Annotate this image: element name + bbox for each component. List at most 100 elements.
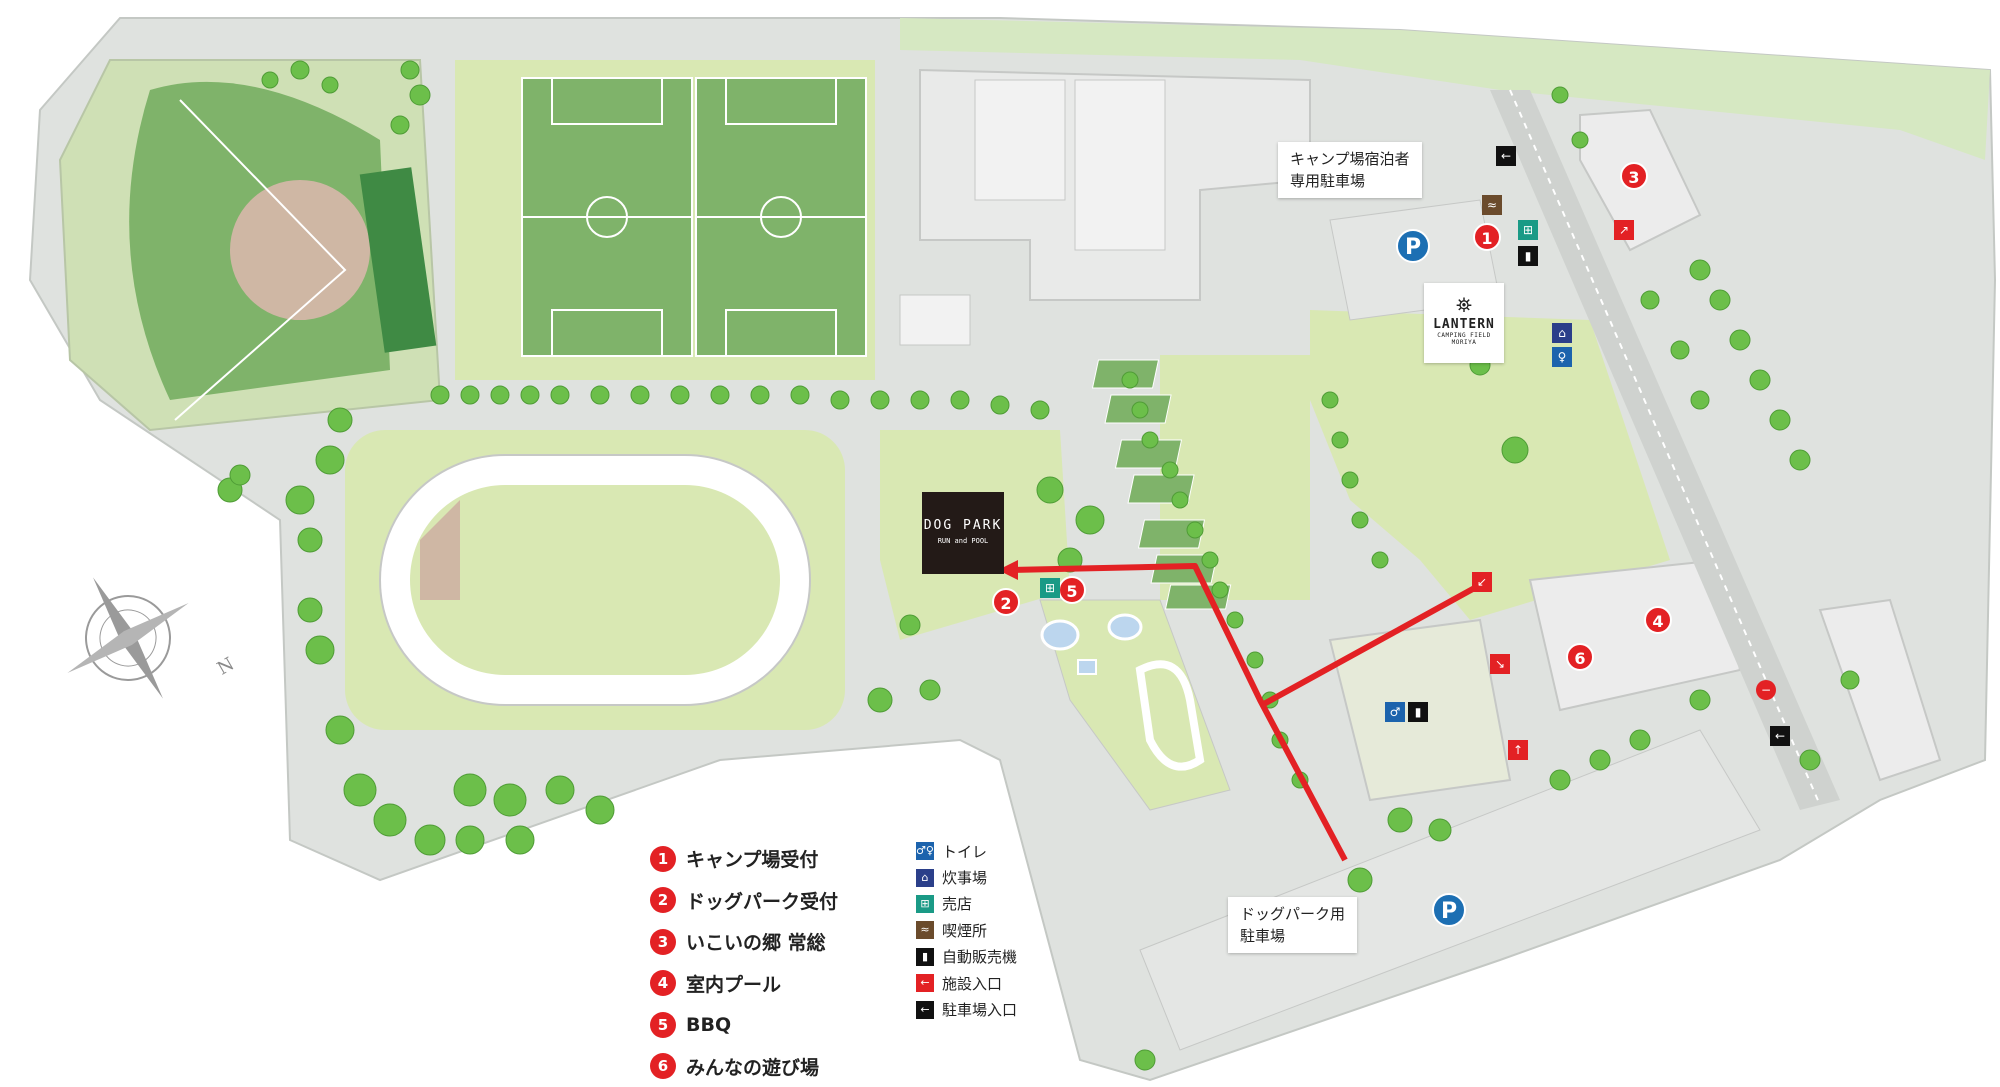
legend-item-4: 4 室内プール (650, 963, 838, 1005)
parking-entrance-icon[interactable]: ← (1496, 146, 1516, 166)
soccer-circle-right (760, 196, 802, 238)
vending-icon[interactable]: ▮ (1408, 702, 1428, 722)
map-badge-6[interactable]: 6 (1566, 643, 1594, 671)
soccer-box-3 (725, 77, 837, 125)
map-badge-1[interactable]: 1 (1473, 223, 1501, 251)
legend-label-6: みんなの遊び場 (686, 1056, 820, 1079)
soccer-circle-left (586, 196, 628, 238)
shop-icon[interactable]: ⊞ (1040, 578, 1060, 598)
icon-legend-label: 炊事場 (942, 869, 988, 888)
icon-legend-toilet: ♂♀ トイレ (916, 838, 1017, 864)
lantern-logo-text: LANTERN (1433, 317, 1495, 332)
tennis-courts (1091, 355, 1310, 610)
legend-badge-4: 4 (650, 970, 676, 997)
dogpark-logo-sub: RUN and POOL (937, 537, 989, 545)
dog-run-loop (1135, 660, 1205, 771)
baseball-infield (229, 179, 371, 321)
parking-pin-dogpark[interactable]: P (1432, 893, 1466, 927)
icon-legend-smoking: ≈ 喫煙所 (916, 917, 1017, 943)
icon-legend-label: 施設入口 (942, 974, 1003, 993)
icon-legend-shop: ⊞ 売店 (916, 891, 1017, 917)
legend-label-4: 室内プール (686, 973, 782, 996)
legend-label-1: キャンプ場受付 (686, 849, 819, 872)
camp-field (1310, 310, 1670, 620)
facility-entrance-icon: ← (916, 974, 934, 993)
icon-legend-label: 自動販売機 (942, 948, 1018, 967)
icon-legend: ♂♀ トイレ ⌂ 炊事場 ⊞ 売店 ≈ 喫煙所 ▮ 自動販売機 ← 施設入口 ←… (916, 838, 1017, 1023)
map-badge-5[interactable]: 5 (1058, 576, 1086, 604)
legend-label-3: いこいの郷 常総 (686, 932, 826, 955)
facility-entrance-icon[interactable]: ↙ (1472, 572, 1492, 592)
facility-entrance-icon[interactable]: ↘ (1490, 654, 1510, 674)
lantern-icon: ⛯ (1456, 293, 1472, 317)
dogpark-logo-text: DOG PARK (923, 518, 1003, 533)
icon-legend-kitchen: ⌂ 炊事場 (916, 864, 1017, 890)
icon-legend-vending: ▮ 自動販売機 (916, 944, 1017, 970)
vending-icon[interactable]: ▮ (1518, 246, 1538, 266)
legend-item-5: 5 BBQ (650, 1004, 838, 1046)
legend-badge-5: 5 (650, 1011, 676, 1038)
map-badge-2[interactable]: 2 (992, 588, 1020, 616)
camp-guest-parking-label: キャンプ場宿泊者 専用駐車場 (1278, 142, 1422, 198)
compass-icon (67, 577, 189, 699)
facility-entrance-icon[interactable]: ↗ (1614, 220, 1634, 240)
toilet-icon: ♂♀ (916, 842, 934, 861)
north-strip (900, 18, 1990, 160)
icon-legend-facility-entrance: ← 施設入口 (916, 970, 1017, 996)
baseball-stand (359, 167, 437, 353)
icon-legend-parking-entrance: ← 駐車場入口 (916, 996, 1017, 1022)
walking-route (1007, 563, 1482, 862)
legend-badge-6: 6 (650, 1053, 676, 1080)
route-arrow-head (998, 560, 1018, 580)
legend-badge-3: 3 (650, 928, 676, 955)
legend-badge-1: 1 (650, 845, 676, 872)
lantern-logo[interactable]: ⛯ LANTERN CAMPING FIELD MORIYA (1424, 283, 1504, 363)
parking-entrance-icon[interactable]: ← (1770, 726, 1790, 746)
icon-legend-label: 駐車場入口 (942, 1001, 1018, 1020)
icon-legend-label: 売店 (942, 895, 973, 914)
soccer-box-2 (551, 309, 663, 357)
no-entry-icon: − (1756, 680, 1776, 700)
trees (217, 60, 1860, 1071)
shop-icon: ⊞ (916, 894, 934, 913)
legend-item-1: 1 キャンプ場受付 (650, 838, 838, 880)
lantern-logo-sub: CAMPING FIELD MORIYA (1437, 332, 1491, 346)
dogpark-parking-label: ドッグパーク用 駐車場 (1228, 897, 1358, 953)
track-sand (420, 500, 460, 600)
toilet-icon[interactable]: ♀ (1552, 347, 1572, 367)
legend-label-2: ドッグパーク受付 (686, 890, 839, 913)
parking-pin-camp[interactable]: P (1396, 229, 1430, 263)
east-building (1818, 598, 1942, 782)
pool-round (1040, 619, 1080, 651)
smoking-icon: ≈ (916, 921, 934, 940)
pool-area (1039, 599, 1231, 811)
map-badge-3[interactable]: 3 (1620, 162, 1648, 190)
soccer-box-1 (551, 77, 663, 125)
kitchen-icon: ⌂ (916, 868, 934, 887)
dogpark-parking-lot (1139, 729, 1761, 1051)
legend-badge-2: 2 (650, 887, 676, 914)
dogpark-logo[interactable]: DOG PARK RUN and POOL (922, 492, 1004, 574)
legend-item-2: 2 ドッグパーク受付 (650, 880, 838, 922)
soccer-box-4 (725, 309, 837, 357)
legend-item-3: 3 いこいの郷 常総 (650, 921, 838, 963)
legend-item-6: 6 みんなの遊び場 (650, 1046, 838, 1087)
pool-small (1077, 659, 1097, 675)
toilet-icon[interactable]: ♂ (1385, 702, 1405, 722)
map-badge-4[interactable]: 4 (1644, 606, 1672, 634)
main-road (1490, 90, 1840, 810)
smoking-icon[interactable]: ≈ (1482, 195, 1502, 215)
building-block-3 (899, 294, 971, 346)
vending-icon: ▮ (916, 947, 934, 966)
facility-entrance-icon[interactable]: ↑ (1508, 740, 1528, 760)
baseball-lines (174, 99, 347, 421)
building-block-2 (1074, 79, 1166, 251)
icon-legend-label: 喫煙所 (942, 921, 988, 940)
shop-icon[interactable]: ⊞ (1518, 220, 1538, 240)
legend-label-5: BBQ (686, 1013, 732, 1036)
numbered-legend: 1 キャンプ場受付 2 ドッグパーク受付 3 いこいの郷 常総 4 室内プール … (650, 838, 838, 1087)
track-inner (410, 485, 780, 675)
kitchen-icon[interactable]: ⌂ (1552, 323, 1572, 343)
building-block-1 (974, 79, 1066, 201)
